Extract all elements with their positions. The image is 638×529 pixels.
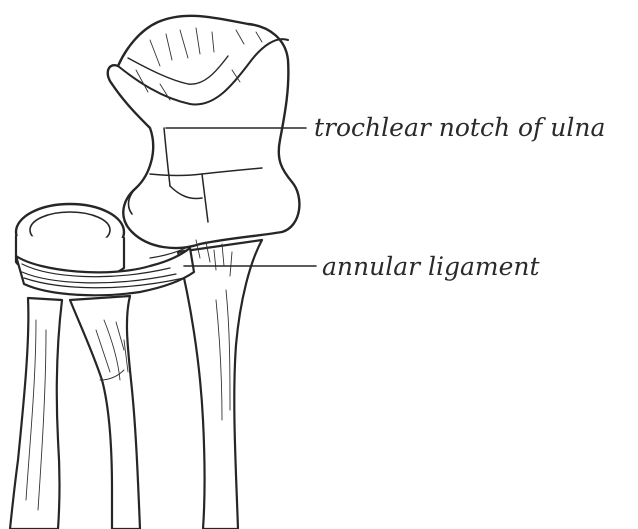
radius-bone — [10, 204, 140, 529]
label-trochlear-notch: trochlear notch of ulna — [314, 113, 605, 142]
label-annular-ligament: annular ligament — [322, 252, 541, 281]
